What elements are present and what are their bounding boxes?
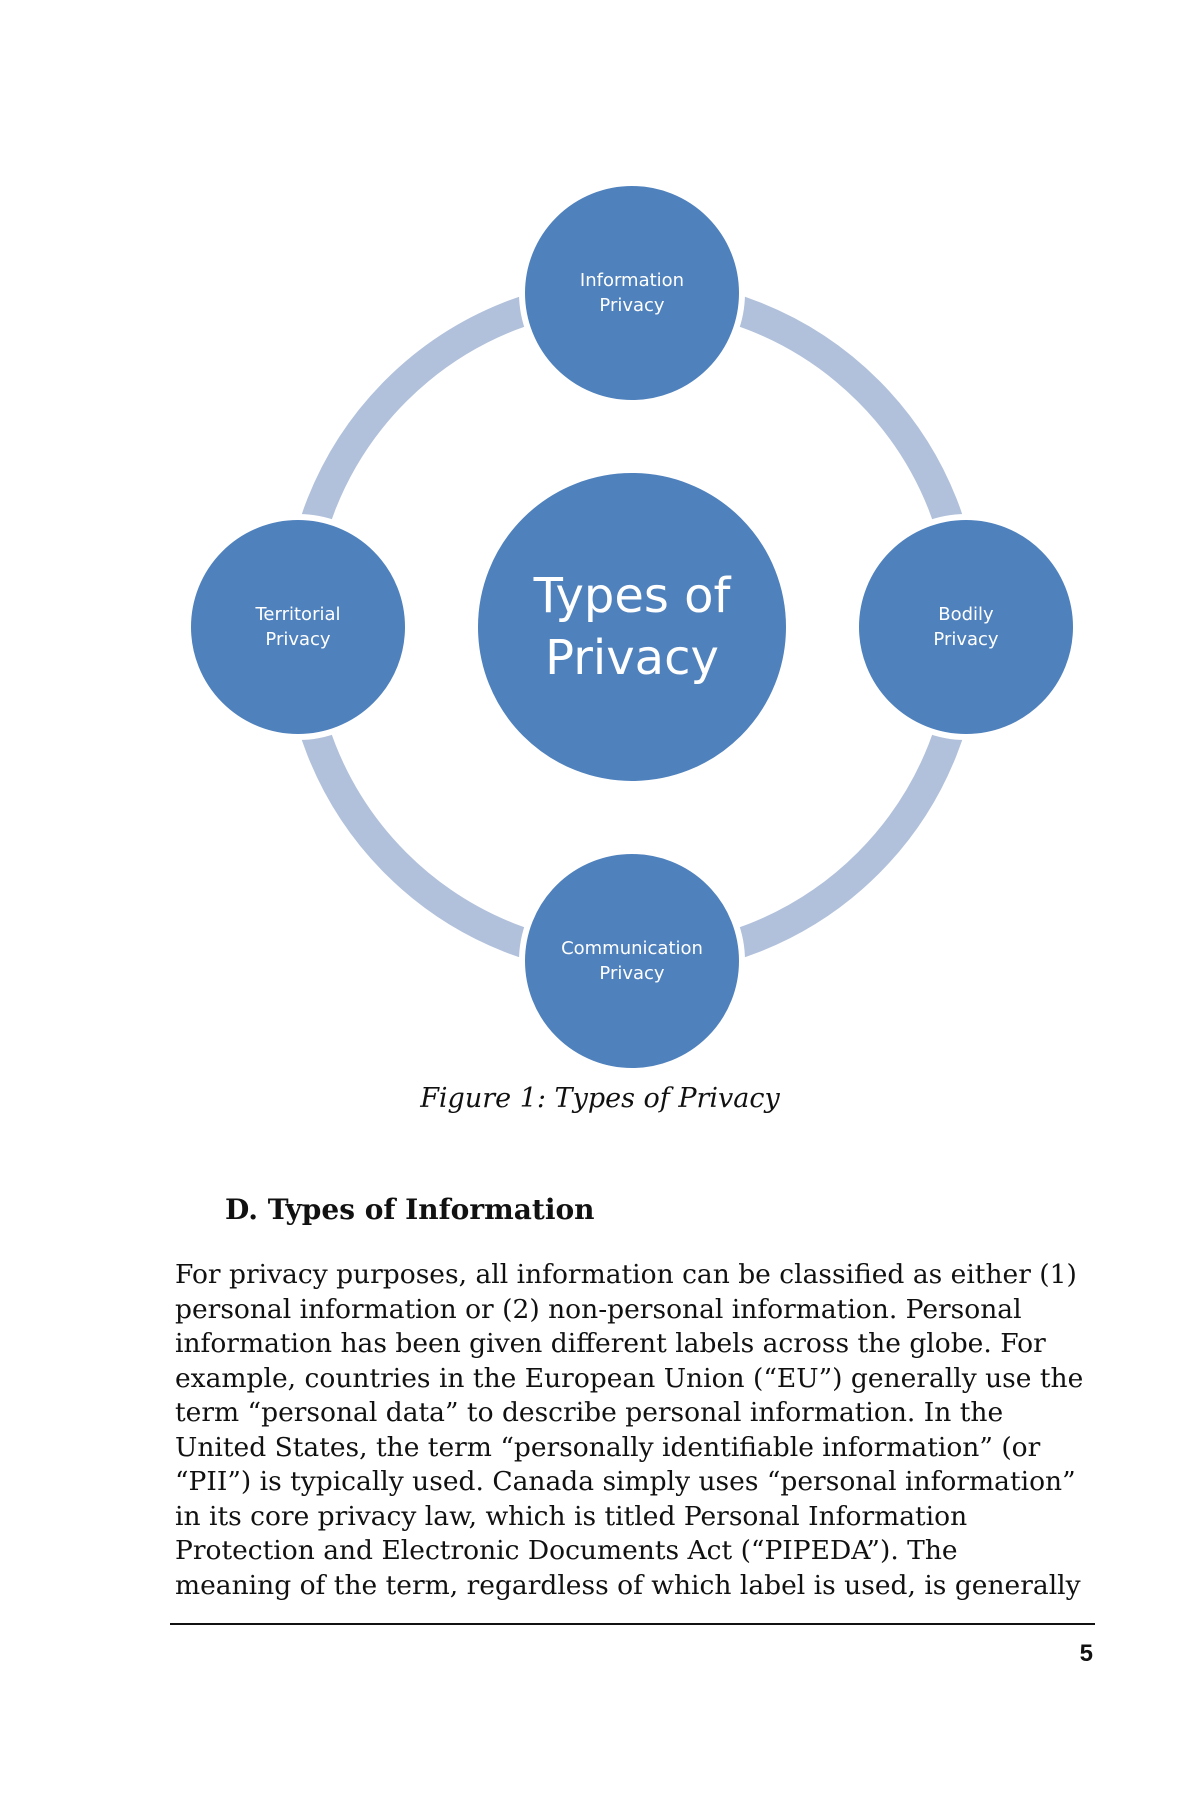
body-line: term “personal data” to describe persona… xyxy=(175,1397,1004,1428)
node-information-privacy xyxy=(519,180,745,406)
page-number: 5 xyxy=(1079,1640,1093,1667)
body-line: “PII”) is typically used. Canada simply … xyxy=(175,1466,1076,1497)
figure-caption: Figure 1: Types of Privacy xyxy=(420,1083,780,1114)
body-line: meaning of the term, regardless of which… xyxy=(175,1569,1081,1601)
node-communication-privacy xyxy=(519,848,745,1074)
body-line: information has been given different lab… xyxy=(175,1328,1046,1359)
body-line: personal information or (2) non-personal… xyxy=(175,1293,1022,1325)
body-line: Protection and Electronic Documents Act … xyxy=(175,1535,958,1566)
types-of-privacy-diagram: Types of Privacy Information Privacy Bod… xyxy=(185,180,1079,1074)
footer-rule xyxy=(170,1623,1095,1625)
body-line: example, countries in the European Union… xyxy=(175,1362,1084,1394)
node-bodily-privacy xyxy=(853,514,1079,740)
body-paragraph: For privacy purposes, all information ca… xyxy=(175,1258,1105,1603)
territorial-privacy-label: Territorial Privacy xyxy=(255,604,341,650)
section-heading: D. Types of Information xyxy=(225,1193,595,1226)
diagram-graphic xyxy=(185,180,1079,1074)
body-line: For privacy purposes, all information ca… xyxy=(175,1259,1077,1290)
node-territorial-privacy xyxy=(185,514,411,740)
center-node-label: Types of Privacy xyxy=(533,568,731,686)
bodily-privacy-label: Bodily Privacy xyxy=(933,604,999,650)
body-line: United States, the term “personally iden… xyxy=(175,1431,1041,1463)
information-privacy-label: Information Privacy xyxy=(579,270,685,316)
communication-privacy-label: Communication Privacy xyxy=(561,938,703,984)
center-node xyxy=(474,469,790,785)
body-line: in its core privacy law, which is titled… xyxy=(175,1500,968,1532)
